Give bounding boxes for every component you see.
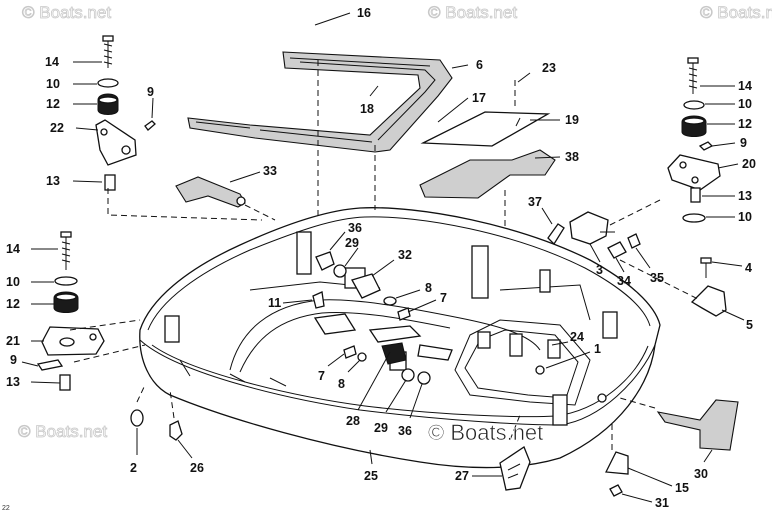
part-label-28: 28 (346, 414, 360, 428)
part-label-37: 37 (528, 195, 542, 209)
part-label-5: 5 (746, 318, 753, 332)
part-label-8-top: 8 (425, 281, 432, 295)
part-label-10-lower: 10 (6, 275, 20, 289)
part-label-13-lower: 13 (6, 375, 20, 389)
part-label-9-lower: 9 (10, 353, 17, 367)
part-label-34: 34 (617, 274, 631, 288)
part-label-9: 9 (147, 85, 154, 99)
right-mount-stack (667, 57, 721, 223)
part-label-14-right: 14 (738, 79, 752, 93)
bracket-27 (499, 446, 531, 491)
part-label-19: 19 (565, 113, 579, 127)
part-label-22: 22 (50, 121, 64, 135)
part-label-2: 2 (130, 461, 137, 475)
clip-15 (604, 451, 629, 475)
part-label-20: 20 (742, 157, 756, 171)
part-label-12: 12 (46, 97, 60, 111)
part-label-26: 26 (190, 461, 204, 475)
left-mount-stack-top (95, 35, 156, 191)
watermark-center: © Boats.net (428, 420, 543, 445)
fitting-26 (169, 420, 183, 441)
part-label-7-top: 7 (440, 291, 447, 305)
part-label-7-lower: 7 (318, 369, 325, 383)
corner-mark: 22 (2, 505, 10, 512)
part-label-25: 25 (364, 469, 378, 483)
part-label-10: 10 (46, 77, 60, 91)
bracket-32 (351, 273, 381, 299)
part-callouts: 16 6 23 14 10 12 9 22 13 18 17 19 (6, 6, 756, 510)
part-label-29-lower: 29 (374, 421, 388, 435)
part-label-1: 1 (594, 342, 601, 356)
pad-38 (419, 149, 556, 199)
hood-seal-frame (187, 51, 453, 153)
part-label-10-right-lower: 10 (738, 210, 752, 224)
bracket-5 (690, 285, 727, 317)
part-label-3: 3 (596, 263, 603, 277)
part-label-11: 11 (268, 296, 281, 310)
switch-assembly (547, 211, 641, 259)
part-label-36-top: 36 (348, 221, 362, 235)
handle-33 (175, 176, 246, 208)
screw-31 (609, 484, 623, 497)
part-label-27: 27 (455, 469, 469, 483)
watermark: © Boats.net (700, 3, 772, 22)
watermark: © Boats.net (428, 3, 517, 22)
handle-30 (656, 399, 739, 451)
plate-19 (420, 111, 551, 147)
part-label-30: 30 (694, 467, 708, 481)
part-label-9-right: 9 (740, 136, 747, 150)
part-label-35: 35 (650, 271, 664, 285)
lower-motor-cover (139, 207, 661, 469)
part-label-13-right: 13 (738, 189, 752, 203)
watermark: © Boats.net (18, 422, 107, 441)
part-label-18: 18 (360, 102, 374, 116)
watermark: © Boats.net (22, 3, 111, 22)
part-label-24: 24 (570, 330, 584, 344)
part-label-38: 38 (565, 150, 579, 164)
part-label-8-lower: 8 (338, 377, 345, 391)
alignment-lines (69, 60, 701, 450)
part-label-21: 21 (6, 334, 20, 348)
part-label-4: 4 (745, 261, 752, 275)
part-label-12-right: 12 (738, 117, 752, 131)
clip-36-top (315, 251, 335, 271)
part-label-13: 13 (46, 174, 60, 188)
part-label-16: 16 (357, 6, 371, 20)
part-label-17: 17 (472, 91, 486, 105)
part-label-10-right: 10 (738, 97, 752, 111)
part-label-14-lower: 14 (6, 242, 20, 256)
part-label-33: 33 (263, 164, 277, 178)
part-label-14: 14 (45, 55, 59, 69)
part-label-12-lower: 12 (6, 297, 20, 311)
part-label-32: 32 (398, 248, 412, 262)
part-label-36-lower: 36 (398, 424, 412, 438)
grommet-2 (130, 409, 144, 427)
part-label-6: 6 (476, 58, 483, 72)
part-label-23: 23 (542, 61, 556, 75)
left-mount-stack-lower (36, 231, 105, 391)
part-label-15: 15 (675, 481, 689, 495)
part-label-31: 31 (655, 496, 669, 510)
part-label-29-top: 29 (345, 236, 359, 250)
